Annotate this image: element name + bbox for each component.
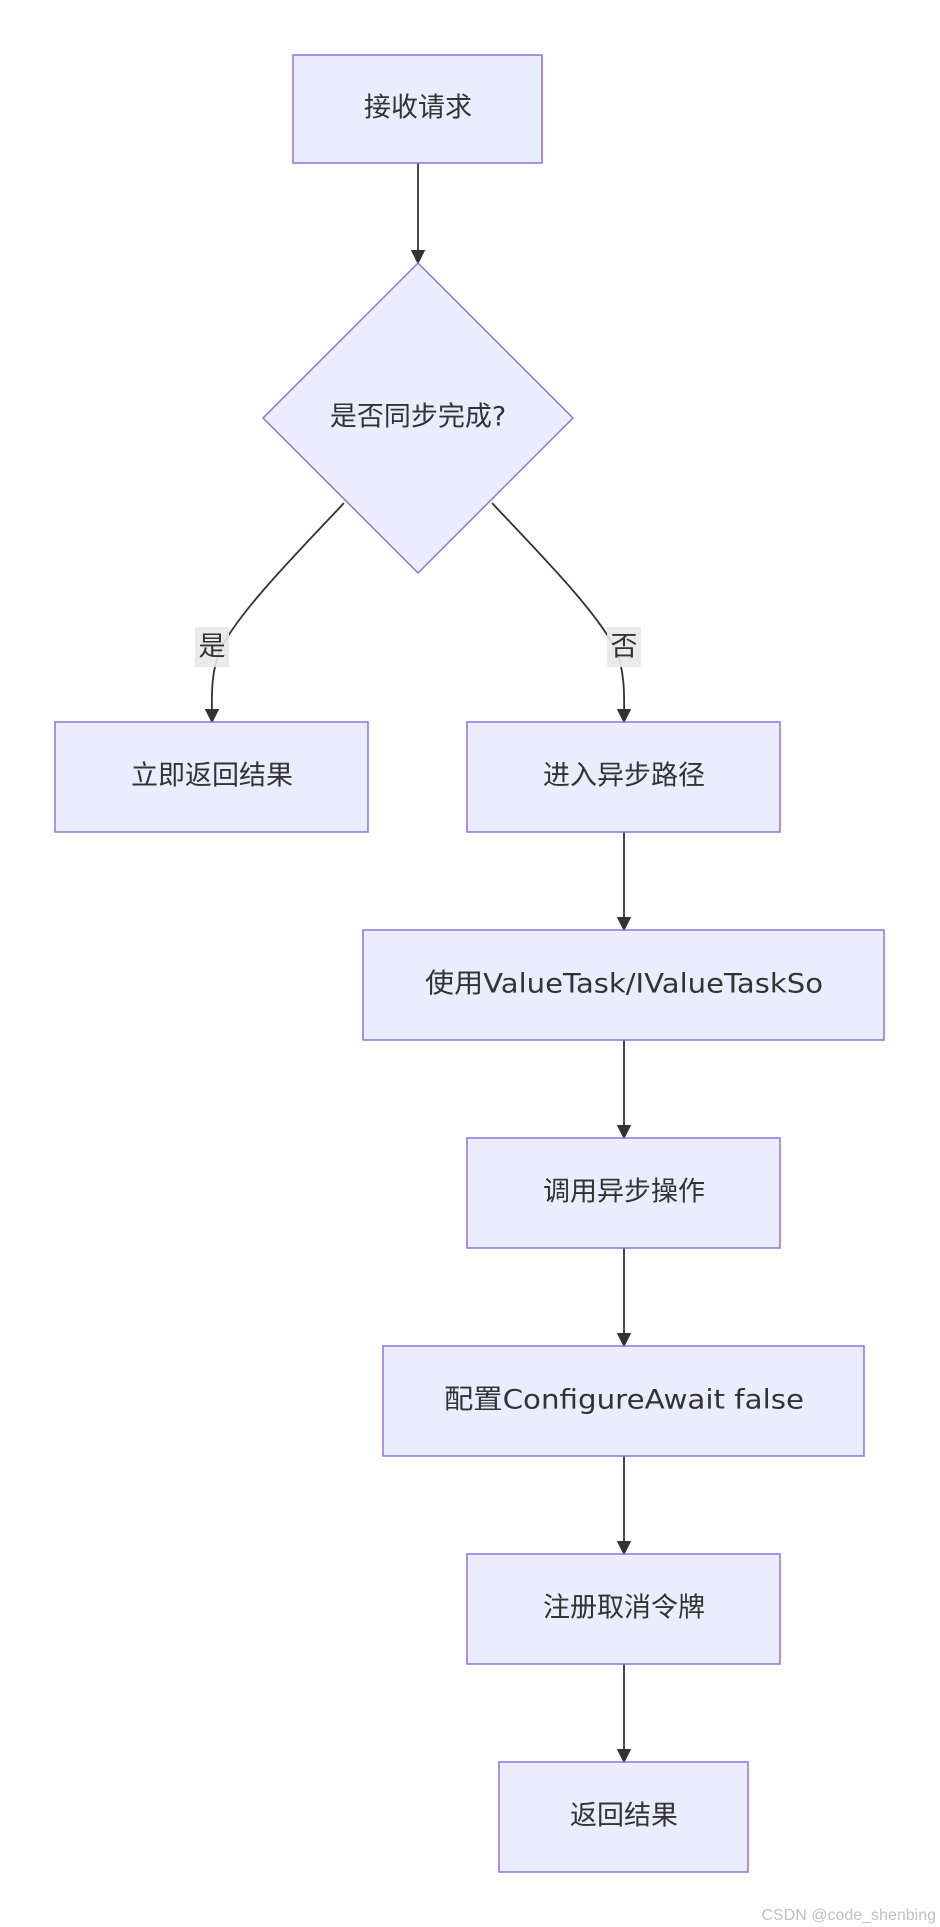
watermark: CSDN @code_shenbing	[761, 1907, 936, 1924]
node-call-async-operation-label: 调用异步操作	[543, 1177, 705, 1208]
node-register-cancellation-token-label: 注册取消令牌	[543, 1593, 705, 1624]
node-decision-label: 是否同步完成?	[330, 402, 506, 433]
node-enter-async-path: 进入异步路径	[466, 721, 781, 833]
edge-decision-to-return-immediately	[204, 502, 345, 724]
edge-label-yes: 是	[199, 632, 226, 663]
node-call-async-operation: 调用异步操作	[466, 1137, 781, 1249]
node-use-valuetask: 使用ValueTask/IValueTaskSo	[362, 929, 885, 1041]
node-return-result: 返回结果	[498, 1761, 749, 1873]
node-enter-async-path-label: 进入异步路径	[543, 761, 705, 792]
node-use-valuetask-label: 使用ValueTask/IValueTaskSo	[425, 969, 823, 1000]
node-configure-await-label: 配置ConfigureAwait false	[444, 1385, 804, 1416]
node-receive-request: 接收请求	[292, 54, 543, 164]
edge-label-no: 否	[611, 632, 638, 663]
node-register-cancellation-token: 注册取消令牌	[466, 1553, 781, 1665]
node-receive-request-label: 接收请求	[364, 93, 472, 124]
node-configure-await: 配置ConfigureAwait false	[382, 1345, 865, 1457]
edge-label-no-group: 否	[607, 627, 641, 667]
node-decision-sync-complete: 是否同步完成?	[261, 261, 575, 575]
edge-label-yes-group: 是	[195, 627, 229, 667]
edge-decision-to-enter-async	[491, 502, 632, 724]
node-return-immediately: 立即返回结果	[54, 721, 369, 833]
node-return-immediately-label: 立即返回结果	[131, 761, 293, 792]
node-return-result-label: 返回结果	[570, 1801, 678, 1832]
